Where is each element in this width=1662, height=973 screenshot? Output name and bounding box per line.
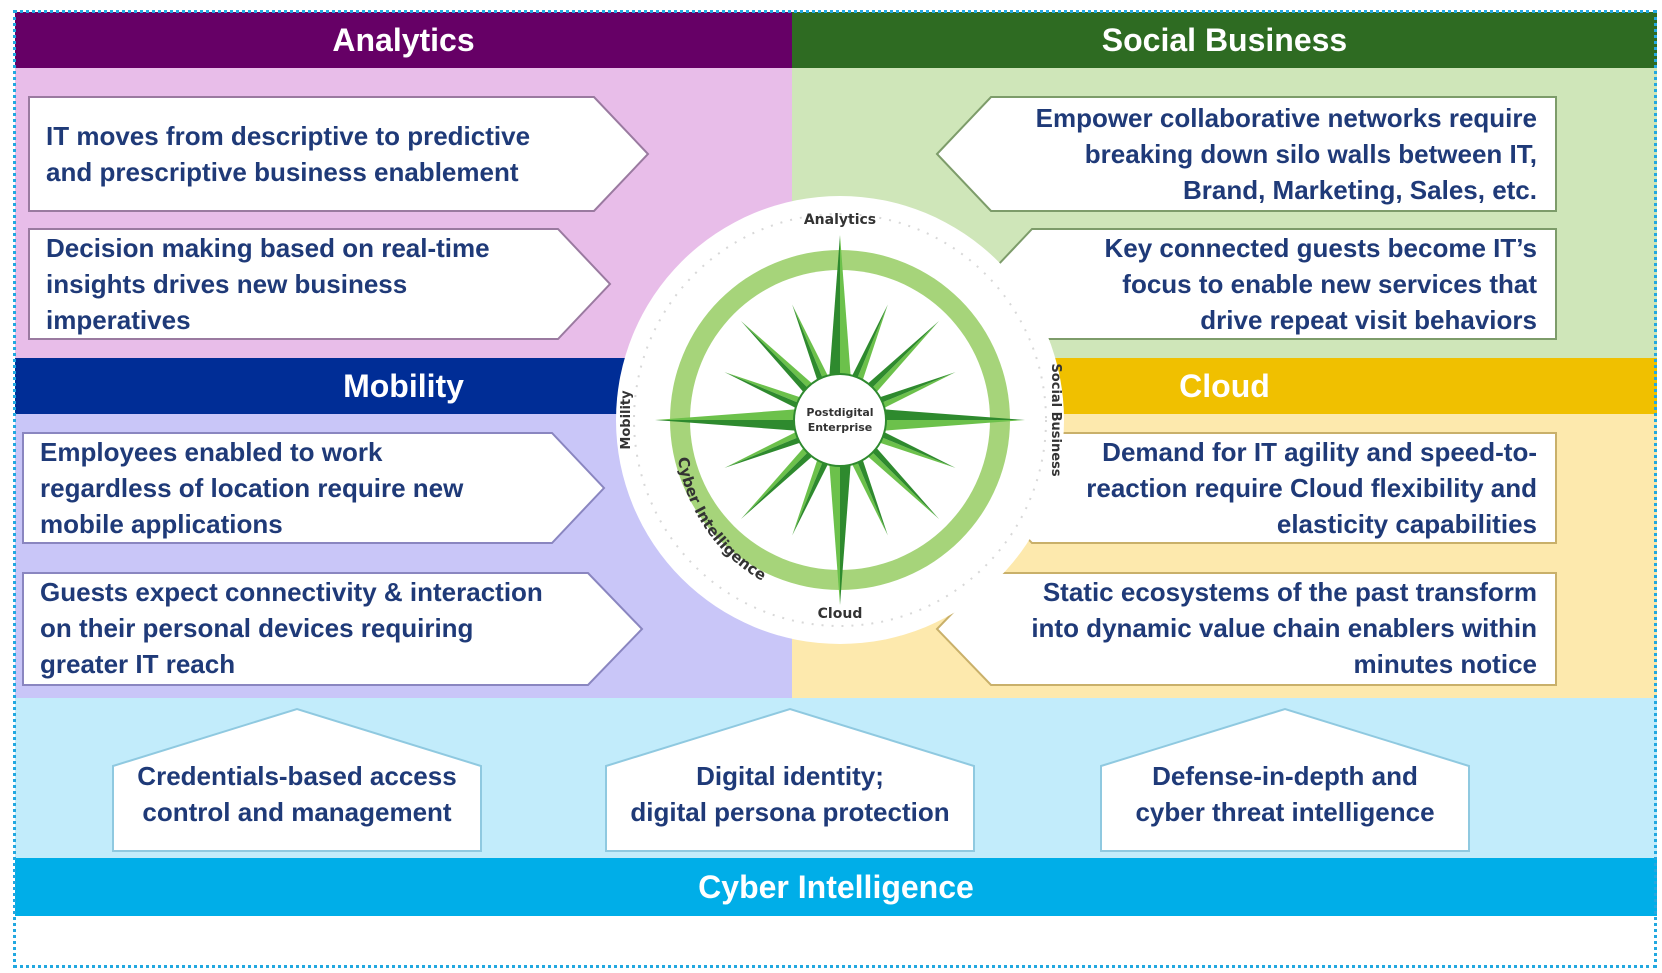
cyber-item-2: Digital identity; digital persona protec… [605,707,975,852]
social-business-item-2: Key connected guests become IT’s focus t… [978,228,1557,340]
compass-center-label-line1: Postdigital [806,406,873,419]
cyber-intelligence-header: Cyber Intelligence [15,858,1657,916]
compass-rose-graphic: Postdigital Enterprise Analytics Cloud S… [616,196,1064,644]
compass-label-top: Analytics [804,212,876,228]
cyber-item-2-text: Digital identity; digital persona protec… [630,761,950,827]
compass-center-label-line2: Enterprise [808,421,873,434]
analytics-item-2-text: Decision making based on real-time insig… [46,233,490,335]
mobility-item-2: Guests expect connectivity & interaction… [22,572,644,686]
pentagon-shape [112,707,482,852]
arrow-shape [28,228,612,340]
cloud-item-2: Static ecosystems of the past transform … [935,572,1557,686]
compass-label-bottom: Cloud [818,606,863,622]
compass-tick-ring [633,213,1047,627]
social-business-header: Social Business [792,12,1657,68]
mobility-item-2-text: Guests expect connectivity & interaction… [40,577,543,679]
social-business-item-2-text: Key connected guests become IT’s focus t… [1104,233,1537,335]
analytics-item-2: Decision making based on real-time insig… [28,228,612,340]
analytics-item-1-text: IT moves from descriptive to predictive … [46,121,531,187]
pentagon-shape [1100,707,1470,852]
pentagon-shape [605,707,975,852]
mobility-item-1-text: Employees enabled to work regardless of … [40,437,464,539]
compass-center-circle [793,373,887,467]
cloud-item-2-text: Static ecosystems of the past transform … [1031,577,1537,679]
social-business-item-1-text: Empower collaborative networks require b… [1035,103,1537,205]
analytics-header: Analytics [15,12,792,68]
cyber-item-1-text: Credentials-based access control and man… [137,761,457,827]
compass-label-right: Social Business [1048,363,1063,476]
cloud-item-1-text: Demand for IT agility and speed-to- reac… [1086,437,1537,539]
social-business-item-1: Empower collaborative networks require b… [935,96,1557,212]
compass-label-left: Mobility [619,390,634,450]
arrow-shape [22,572,644,686]
mobility-item-1: Employees enabled to work regardless of … [22,432,606,544]
cyber-item-3: Defense-in-depth and cyber threat intell… [1100,707,1470,852]
analytics-item-1: IT moves from descriptive to predictive … [28,96,650,212]
arrow-shape [935,96,1557,212]
arrow-shape [28,96,650,212]
cyber-item-3-text: Defense-in-depth and cyber threat intell… [1135,761,1435,827]
cyber-item-1: Credentials-based access control and man… [112,707,482,852]
arrow-shape [22,432,606,544]
